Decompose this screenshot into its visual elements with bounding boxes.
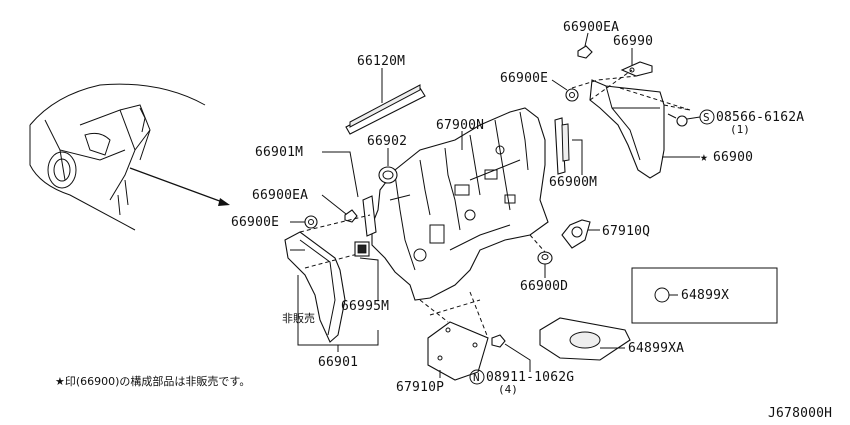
inset-box-64899X: [631, 267, 778, 324]
part-66995M-clip: [354, 241, 370, 257]
part-66990-bracket: [620, 61, 653, 77]
part-67900N-dash-panel: [371, 107, 549, 301]
label-66900EA-left: 66900EA: [252, 188, 308, 203]
part-66901-kick-panel-left: [284, 231, 346, 343]
label-08566-qty: (1): [730, 123, 750, 136]
part-66900-kick-panel-right: [589, 79, 665, 179]
location-arrow-head: [218, 198, 230, 206]
part-67910P-plate: [427, 321, 489, 381]
car-outline-illustration: [29, 83, 206, 231]
n-circle-icon: [469, 369, 485, 385]
label-66900E-left: 66900E: [231, 215, 279, 230]
label-08566-group: S 08566-6162A (1): [699, 109, 804, 136]
part-66900EA-clip-top: [577, 45, 593, 59]
label-66901: 66901: [318, 355, 358, 370]
label-08566: 08566-6162A: [716, 110, 804, 125]
part-66900E-clip-top: [565, 88, 579, 102]
label-66900M: 66900M: [549, 175, 597, 190]
label-66902: 66902: [367, 134, 407, 149]
symbol-s: S: [703, 111, 710, 124]
label-67910Q: 67910Q: [602, 224, 650, 239]
location-arrow: [129, 167, 226, 204]
label-not-for-sale: 非販売: [282, 312, 315, 325]
part-67910Q-cover: [561, 219, 591, 249]
label-66900-group: ★ 66900: [700, 150, 753, 165]
part-66901M-seal: [362, 195, 377, 237]
label-66900: 66900: [713, 150, 753, 165]
part-66900D-plug: [537, 251, 553, 265]
part-08911-nut: [491, 334, 506, 348]
label-67900N: 67900N: [436, 118, 484, 133]
part-66900EA-clip-left: [344, 209, 358, 223]
label-67910P: 67910P: [396, 380, 444, 395]
label-66901M: 66901M: [255, 145, 303, 160]
part-66902-grommet: [378, 166, 398, 184]
diagram-code: J678000H: [768, 406, 832, 421]
label-08911: 08911-1062G: [486, 370, 574, 385]
label-64899X: 64899X: [681, 288, 729, 303]
footnote-text: ★印(66900)の構成部品は非販売です。: [55, 374, 250, 388]
part-66900M-bracket: [554, 117, 570, 175]
part-66900E-clip-left: [304, 215, 318, 229]
part-66120M-strip: [345, 84, 426, 135]
part-64899XA-insulator: [539, 317, 631, 361]
label-66900EA-top: 66900EA: [563, 20, 619, 35]
label-66990: 66990: [613, 34, 653, 49]
label-66900D: 66900D: [520, 279, 568, 294]
part-08566-bolt: [667, 113, 688, 127]
label-08911-qty: (4): [498, 383, 518, 396]
label-66995M: 66995M: [341, 299, 389, 314]
label-66120M: 66120M: [357, 54, 405, 69]
label-64899XA: 64899XA: [628, 341, 684, 356]
star-icon: ★: [700, 150, 708, 165]
label-66900E-top: 66900E: [500, 71, 548, 86]
label-08911-group: N 08911-1062G (4): [469, 369, 574, 396]
symbol-n: N: [473, 371, 480, 384]
